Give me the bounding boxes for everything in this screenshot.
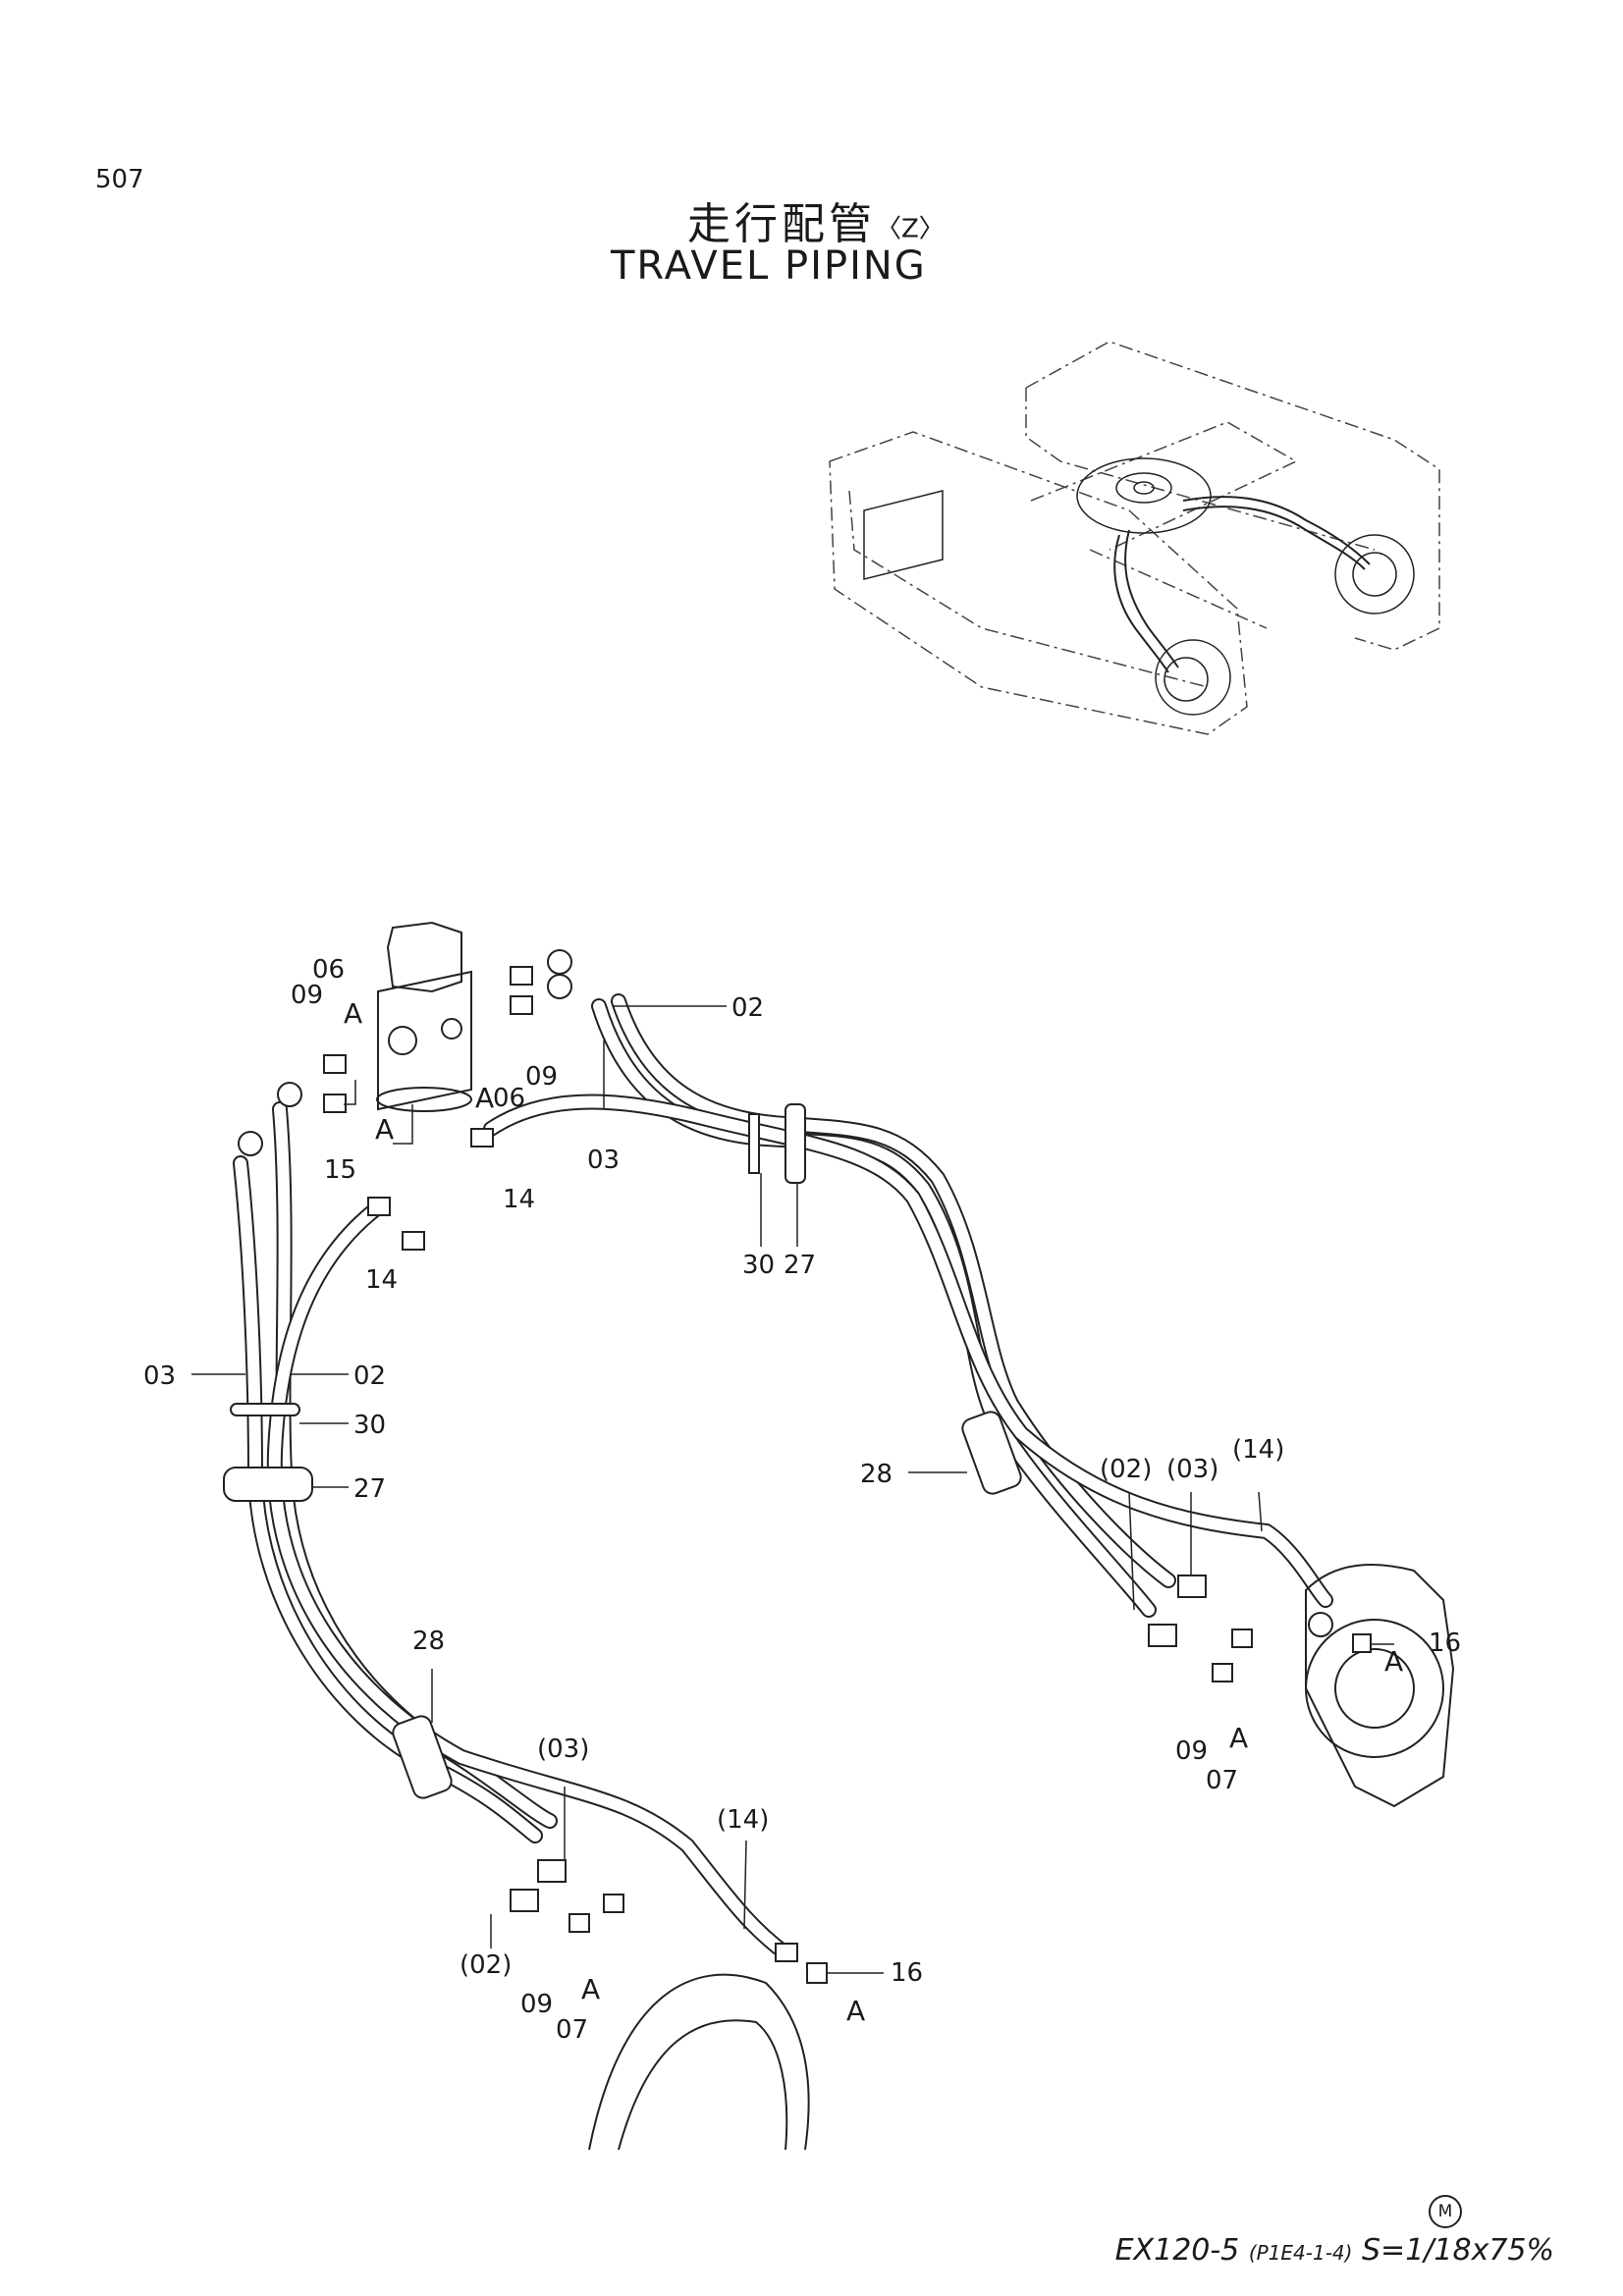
footer-scale: S=1/18x75% bbox=[1362, 2233, 1554, 2268]
overview-travel-motor-right bbox=[1334, 534, 1415, 614]
callout-label: A bbox=[475, 1082, 494, 1114]
callout-label: 02 bbox=[731, 993, 764, 1023]
callout-label: 28 bbox=[860, 1460, 893, 1489]
adapter-06-left bbox=[323, 1054, 347, 1074]
hose-end-02-right bbox=[1148, 1624, 1177, 1647]
leader-lines bbox=[191, 1005, 1394, 1974]
callout-label: (02) bbox=[1100, 1455, 1152, 1484]
callout-label: 09 bbox=[1175, 1736, 1208, 1766]
callout-label: 28 bbox=[412, 1627, 445, 1656]
callout-label: (14) bbox=[1232, 1435, 1284, 1465]
callout-label: (02) bbox=[460, 1950, 512, 1980]
clamp-30-left bbox=[230, 1403, 300, 1416]
overview-travel-motor-left bbox=[1155, 639, 1231, 716]
hose-end-03-right bbox=[1177, 1575, 1207, 1598]
callout-label: 15 bbox=[324, 1155, 356, 1185]
m-mark-symbol: M bbox=[1429, 2195, 1462, 2228]
callout-label: 30 bbox=[742, 1251, 775, 1280]
elbow-16-right bbox=[1352, 1633, 1372, 1653]
callout-label: A bbox=[1229, 1722, 1248, 1754]
callout-label: 09 bbox=[291, 981, 323, 1010]
footer-ref: (P1E4-1-4) bbox=[1248, 2241, 1353, 2265]
title-japanese-text: 走行配管 bbox=[687, 199, 876, 249]
callout-label: 09 bbox=[520, 1990, 553, 2019]
callout-label: 07 bbox=[556, 2015, 588, 2045]
page-footer: EX120-5 (P1E4-1-4) S=1/18x75% bbox=[1115, 2233, 1554, 2268]
grommet-28-right bbox=[961, 1411, 1022, 1495]
callout-label: (03) bbox=[1166, 1455, 1218, 1484]
callout-label: 03 bbox=[143, 1362, 176, 1391]
hose-end-14-left bbox=[775, 1943, 798, 1962]
right-travel-motor bbox=[1148, 1564, 1455, 1808]
hose-end-02-left bbox=[510, 1889, 539, 1912]
callout-label: (03) bbox=[537, 1735, 589, 1764]
center-fittings bbox=[238, 949, 572, 1251]
callout-label: 16 bbox=[1429, 1629, 1461, 1658]
hose-end-03-left bbox=[537, 1859, 567, 1883]
hose-bundle bbox=[233, 993, 1333, 1961]
overview-track-frame bbox=[829, 341, 1440, 735]
grommet-27-left bbox=[223, 1467, 313, 1502]
callout-label: 03 bbox=[587, 1146, 620, 1175]
page-number: 507 bbox=[95, 165, 144, 194]
callout-label: 30 bbox=[353, 1411, 386, 1440]
callout-labels: 06 09 A A 09 06 02 A 15 14 03 14 30 27 0… bbox=[143, 955, 1461, 2045]
callout-label: 07 bbox=[1206, 1766, 1238, 1795]
overview-swing-bearing bbox=[1076, 457, 1212, 534]
callout-label: A bbox=[344, 997, 362, 1030]
center-joint bbox=[376, 921, 472, 1112]
callout-label: A bbox=[1384, 1645, 1403, 1678]
callout-label: 27 bbox=[353, 1474, 386, 1504]
clamp-30-upper bbox=[748, 1113, 760, 1174]
callout-label: (14) bbox=[717, 1805, 769, 1835]
footer-model: EX120-5 bbox=[1114, 2233, 1240, 2268]
grommet-28-left bbox=[392, 1715, 453, 1799]
callout-label: 14 bbox=[365, 1265, 398, 1295]
callout-label: A bbox=[846, 1995, 865, 2027]
left-travel-motor bbox=[510, 1859, 828, 2151]
callout-label: A bbox=[375, 1113, 394, 1146]
callout-label: 06 bbox=[493, 1084, 525, 1113]
page-title-japanese: 走行配管〈Z〉 bbox=[687, 188, 945, 251]
callout-label: 02 bbox=[353, 1362, 386, 1391]
clamps bbox=[223, 1103, 1022, 1799]
page-title-english: TRAVEL PIPING bbox=[611, 243, 927, 289]
callout-label: 14 bbox=[503, 1185, 535, 1214]
callout-label: 06 bbox=[312, 955, 345, 985]
callout-label: 16 bbox=[891, 1958, 923, 1988]
elbow-16-left bbox=[806, 1962, 828, 1984]
callout-label: 09 bbox=[525, 1062, 558, 1092]
callout-label: A bbox=[581, 1973, 600, 2005]
callout-label: 27 bbox=[784, 1251, 816, 1280]
hose-end-14 bbox=[470, 1128, 494, 1148]
tee-15 bbox=[402, 1231, 425, 1251]
adapter-06-upper bbox=[510, 966, 533, 986]
overview-hose-routes bbox=[1113, 496, 1371, 673]
grommet-27-upper bbox=[784, 1103, 806, 1184]
title-japanese-suffix: 〈Z〉 bbox=[876, 214, 945, 244]
